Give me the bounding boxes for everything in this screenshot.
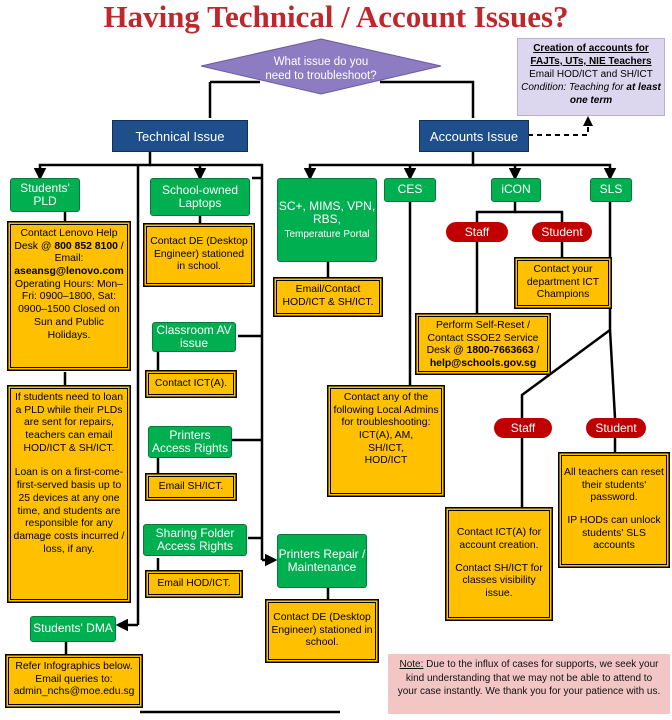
ces-list: ICT(A), AM, SH/ICT, HOD/ICT (358, 430, 414, 467)
scplus-node[interactable]: SC+, MIMS, VPN, RBS, Temperature Portal (277, 178, 377, 262)
icon-reset-box: Perform Self-Reset / Contact SSOE2 Servi… (418, 316, 548, 372)
printers-access-action-box: Email SH/ICT. (148, 476, 234, 498)
condition-text: Teaching for (568, 82, 624, 93)
condition-bold: at least one term (569, 82, 661, 106)
icon-node[interactable]: iCON (491, 178, 541, 202)
students-pld-node[interactable]: Students' PLD (10, 178, 80, 212)
ces-action-box: Contact any of the following Local Admin… (330, 388, 442, 494)
printers-repair-action-box: Contact DE (Desktop Engineer) stationed … (268, 602, 376, 660)
question-diamond (200, 38, 442, 95)
sls-staff-action-box: Contact ICT(A) for account creation. Con… (448, 510, 550, 618)
ces-intro: Contact any of the following Local Admin… (333, 392, 439, 429)
pld-loan-box: If students need to loan a PLD while the… (10, 388, 128, 600)
lenovo-line1: Contact Lenovo Help Desk @ (14, 228, 118, 252)
accounts-issue-box[interactable]: Accounts Issue (419, 120, 529, 152)
laptops-action-box: Contact DE (Desktop Engineer) stationed … (146, 226, 252, 284)
dma-line3: admin_nchs@moe.edu.sg (13, 686, 135, 698)
dma-action-box: Refer Infographics below. Email queries … (8, 657, 140, 705)
sls-staff-node[interactable]: Staff (494, 418, 552, 438)
printers-repair-node[interactable]: Printers Repair / Maintenance (277, 534, 367, 588)
note-label: Note: (399, 659, 424, 670)
reset-phone: 1800-7663663 (466, 345, 534, 357)
sls-student-action-box: All teachers can reset their students' p… (561, 455, 667, 565)
pld-loan-p1: If students need to loan a PLD while the… (14, 392, 124, 454)
dma-line2: Email queries to: (35, 673, 113, 685)
lenovo-hours: Operating Hours: Mon–Fri: 0900–1800, Sat… (14, 278, 123, 341)
sls-node[interactable]: SLS (590, 178, 632, 202)
scplus-sub: Temperature Portal (284, 228, 370, 240)
scplus-label: SC+, MIMS, VPN, RBS, (278, 198, 376, 227)
lenovo-helpdesk-box: Contact Lenovo Help Desk @ 800 852 8100 … (10, 224, 128, 368)
question-text: What issue do you need to troubleshoot? (262, 55, 380, 84)
lenovo-phone: 800 852 8100 (54, 240, 118, 252)
icon-student-node[interactable]: Student (532, 222, 592, 242)
condition-label: Condition: (521, 82, 567, 93)
students-dma-node[interactable]: Students' DMA (30, 616, 116, 642)
sls-staff-p2: Contact SH/ICT for classes visibility is… (455, 562, 543, 600)
sls-student-node[interactable]: Student (586, 418, 646, 438)
reset-sep: / (536, 345, 540, 357)
icon-student-action-box: Contact your department ICT Champions (517, 260, 609, 306)
lenovo-email: aseansg@lenovo.com (14, 266, 124, 278)
question-line-2: need to troubleshoot? (265, 70, 377, 83)
school-laptops-node[interactable]: School-owned Laptops (150, 178, 250, 216)
pld-loan-p2: Loan is on a first-come-first-served bas… (13, 467, 125, 555)
reset-line1: Perform Self-Reset / Contact SSOE2 Servi… (426, 320, 539, 357)
question-line-1: What issue do you (273, 56, 369, 68)
av-action-box: Contact ICT(A). (148, 373, 234, 395)
dma-line1: Refer Infographics below. (15, 661, 133, 672)
scplus-action-box: Email/Contact HOD/ICT & SH/ICT. (276, 280, 380, 314)
creation-line: Email HOD/ICT and SH/ICT (529, 69, 653, 80)
sls-student-p2: IP HODs can unlock students' SLS account… (567, 515, 661, 552)
support-note: Note: Due to the influx of cases for sup… (388, 654, 670, 714)
creation-condition: Condition: Teaching for at least one ter… (520, 81, 662, 107)
note-text: Due to the influx of cases for supports,… (397, 659, 661, 697)
printers-access-node[interactable]: Printers Access Rights (148, 426, 232, 458)
ces-node[interactable]: CES (384, 178, 436, 202)
sharing-folder-node[interactable]: Sharing Folder Access Rights (143, 524, 247, 556)
reset-email: help@schools.gov.sg (429, 358, 537, 370)
lenovo-line2: / Email: (54, 240, 124, 265)
page-title: Having Technical / Account Issues? (103, 0, 569, 34)
sls-student-p1: All teachers can reset their students' p… (564, 466, 664, 504)
classroom-av-node[interactable]: Classroom AV issue (152, 322, 236, 352)
icon-staff-node[interactable]: Staff (446, 222, 508, 242)
sls-staff-p1: Contact ICT(A) for account creation. (456, 527, 542, 551)
account-creation-note: Creation of accounts for FAJTs, UTs, NIE… (517, 38, 665, 116)
creation-heading: Creation of accounts for FAJTs, UTs, NIE… (530, 43, 652, 67)
sharing-folder-action-box: Email HOD/ICT. (148, 573, 240, 595)
technical-issue-box[interactable]: Technical Issue (112, 120, 248, 152)
